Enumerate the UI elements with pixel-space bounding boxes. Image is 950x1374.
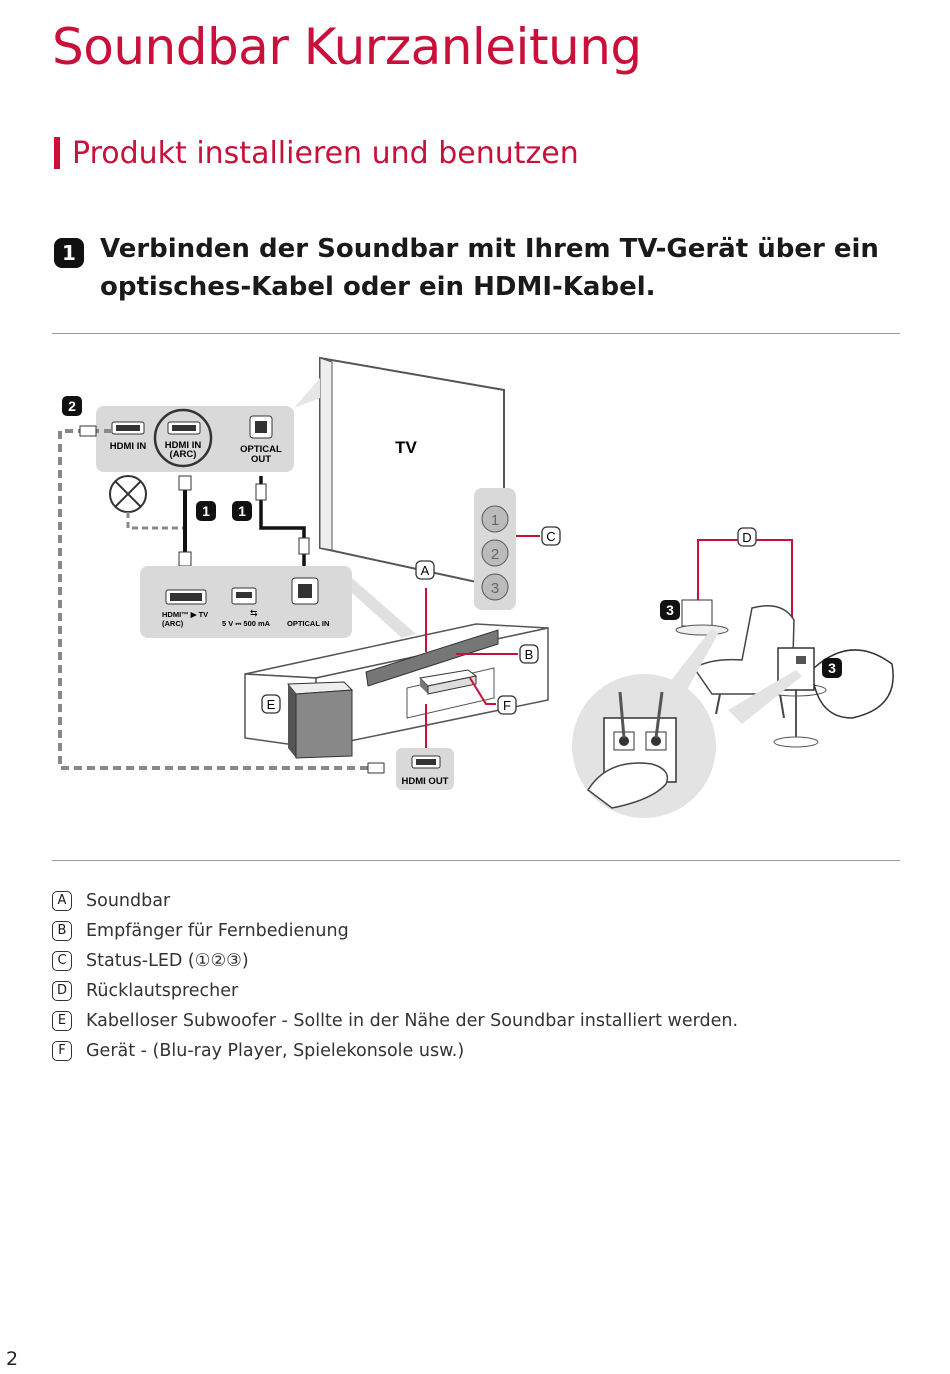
arc-highlight-circle — [153, 408, 213, 468]
soundbar — [365, 629, 499, 687]
optical-out-label-2: OUT — [251, 454, 271, 465]
optical-out-label-1: OPTICAL — [240, 444, 282, 455]
hdmi-plug-left — [79, 425, 97, 437]
svg-text:C: C — [546, 529, 555, 544]
callout-a: A — [415, 560, 435, 580]
section-heading-text: Produkt installieren und benutzen — [72, 135, 579, 171]
subwoofer — [286, 681, 354, 759]
hdmi-plug-device — [367, 762, 385, 774]
svg-text:B: B — [525, 647, 534, 662]
callout-c: C — [541, 526, 561, 546]
connection-diagram: TV HDMI IN HDMI IN (ARC) OPTICAL OUT 2 — [58, 356, 894, 818]
marker-1-optical-text: 1 — [238, 503, 246, 519]
legend-key-c: C — [52, 951, 72, 971]
page-title: Soundbar Kurzanleitung — [52, 18, 642, 76]
legend-text-f: Gerät - (Blu-ray Player, Spielekonsole u… — [86, 1041, 465, 1061]
marker-3-right-text: 3 — [828, 660, 836, 676]
legend-text-e: Kabelloser Subwoofer - Sollte in der Näh… — [86, 1011, 739, 1031]
hdmi-tv-label-1: HDMI™ ▶ TV — [162, 610, 208, 619]
legend-item-a: A Soundbar — [52, 886, 170, 916]
legend-item-d: D Rücklautsprecher — [52, 976, 238, 1006]
section-accent-bar — [54, 137, 60, 169]
callout-f: F — [497, 695, 517, 715]
marker-3-left-badge — [660, 600, 680, 620]
hdmi-tv-label-2: (ARC) — [162, 619, 184, 628]
legend-text-c: Status-LED (①②③) — [86, 951, 249, 971]
marker-3-left-text: 3 — [666, 602, 674, 618]
legend-item-f: F Gerät - (Blu-ray Player, Spielekonsole… — [52, 1036, 464, 1066]
step-number-badge: 1 — [54, 238, 84, 268]
led-3-number: 3 — [491, 580, 499, 597]
tv-label: TV — [395, 438, 417, 457]
hdmi-in-label: HDMI IN — [110, 441, 147, 452]
marker-2-badge — [62, 396, 82, 416]
status-led-panel: 1 2 3 — [474, 488, 516, 610]
step-text-line-2: optisches-Kabel oder ein HDMI-Kabel. — [100, 272, 656, 302]
callout-e: E — [261, 694, 281, 714]
optical-in-label: OPTICAL IN — [287, 619, 329, 628]
marker-3-right-badge — [822, 658, 842, 678]
marker-1-optical-badge — [232, 501, 252, 521]
optical-cable — [259, 476, 306, 578]
legend-key-f: F — [52, 1041, 72, 1061]
armchair — [692, 605, 795, 719]
legend-key-b: B — [52, 921, 72, 941]
callout-d-lines — [697, 539, 793, 652]
callout-f-line — [469, 677, 496, 705]
marker-1-hdmi-badge — [196, 501, 216, 521]
step-text-line-1: Verbinden der Soundbar mit Ihrem TV-Gerä… — [100, 234, 879, 264]
zoom-wedge-right — [728, 670, 802, 724]
svg-text:E: E — [267, 697, 276, 712]
page-number: 2 — [6, 1348, 19, 1370]
legend-item-e: E Kabelloser Subwoofer - Sollte in der N… — [52, 1006, 738, 1036]
not-allowed-icon — [109, 475, 147, 513]
callout-b: B — [519, 644, 539, 664]
usb-icon: ⇆ — [250, 608, 258, 618]
tv-ports-panel: HDMI IN HDMI IN (ARC) OPTICAL OUT — [96, 406, 294, 472]
led-2-number: 2 — [491, 546, 499, 563]
section-heading: Produkt installieren und benutzen — [54, 135, 579, 171]
hdmi-in-arc-label-1: HDMI IN — [165, 440, 202, 451]
svg-text:D: D — [742, 530, 751, 545]
speaker-cable — [813, 649, 894, 719]
legend-key-d: D — [52, 981, 72, 1001]
legend-key-a: A — [52, 891, 72, 911]
hdmi-in-arc-label-2: (ARC) — [170, 449, 197, 460]
legend-text-d: Rücklautsprecher — [86, 981, 239, 1001]
legend-text-a: Soundbar — [86, 891, 171, 911]
marker-2-text: 2 — [68, 398, 76, 414]
svg-text:F: F — [503, 698, 511, 713]
led-1-number: 1 — [491, 512, 499, 529]
svg-text:A: A — [421, 563, 430, 578]
legend-item-c: C Status-LED (①②③) — [52, 946, 249, 976]
rear-speaker-left — [675, 599, 729, 636]
divider-top — [52, 333, 900, 334]
usb-power-label: 5 V ⎓ 500 mA — [222, 619, 271, 628]
dashed-not-allowed-link — [126, 512, 185, 530]
hdmi-out-label: HDMI OUT — [402, 776, 449, 787]
divider-bottom — [52, 860, 900, 861]
legend-text-b: Empfänger für Fernbedienung — [86, 921, 349, 941]
marker-1-hdmi-text: 1 — [202, 503, 210, 519]
legend-item-b: B Empfänger für Fernbedienung — [52, 916, 349, 946]
legend-key-e: E — [52, 1011, 72, 1031]
tv-zoom-wedge — [294, 378, 320, 408]
speaker-terminal-zoom — [572, 674, 716, 818]
soundbar-ports-panel: HDMI™ ▶ TV (ARC) ⇆ 5 V ⎓ 500 mA OPTICAL … — [140, 566, 416, 638]
callout-d: D — [737, 527, 757, 547]
